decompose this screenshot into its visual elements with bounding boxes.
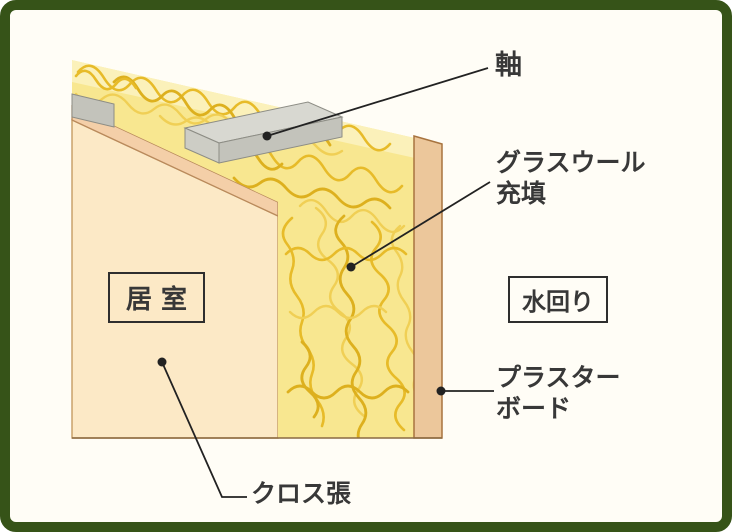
axis-label: 軸 [495,50,522,81]
plasterboard-label-line1: プラスター [496,363,621,392]
leader-dot-cloth [157,357,167,367]
leader-line-glasswool [350,181,491,268]
leader-dot-glasswool [346,262,356,272]
insulation-squiggles [74,64,415,438]
wall-section-illustration [71,60,494,498]
leader-line-cloth [161,361,247,498]
stud-block [183,101,344,164]
leader-line-axis [266,67,489,137]
living-room-label: 居 室 [108,272,206,323]
plasterboard-label-line2: ボード [496,393,572,423]
glasswool-label-line2: 充填 [496,178,547,208]
cloth-cover-label: クロス張 [251,479,352,508]
leader-dot-axis [262,131,272,141]
stud-end-left [71,93,115,128]
glasswool-label-line1: グラスウール [496,148,646,177]
leader-dot-plasterboard [436,386,446,396]
wet-area-label: 水回り [508,276,608,323]
glasswool-label: グラスウール 充填 [496,148,646,209]
plasterboard-label: プラスター ボード [496,363,621,424]
